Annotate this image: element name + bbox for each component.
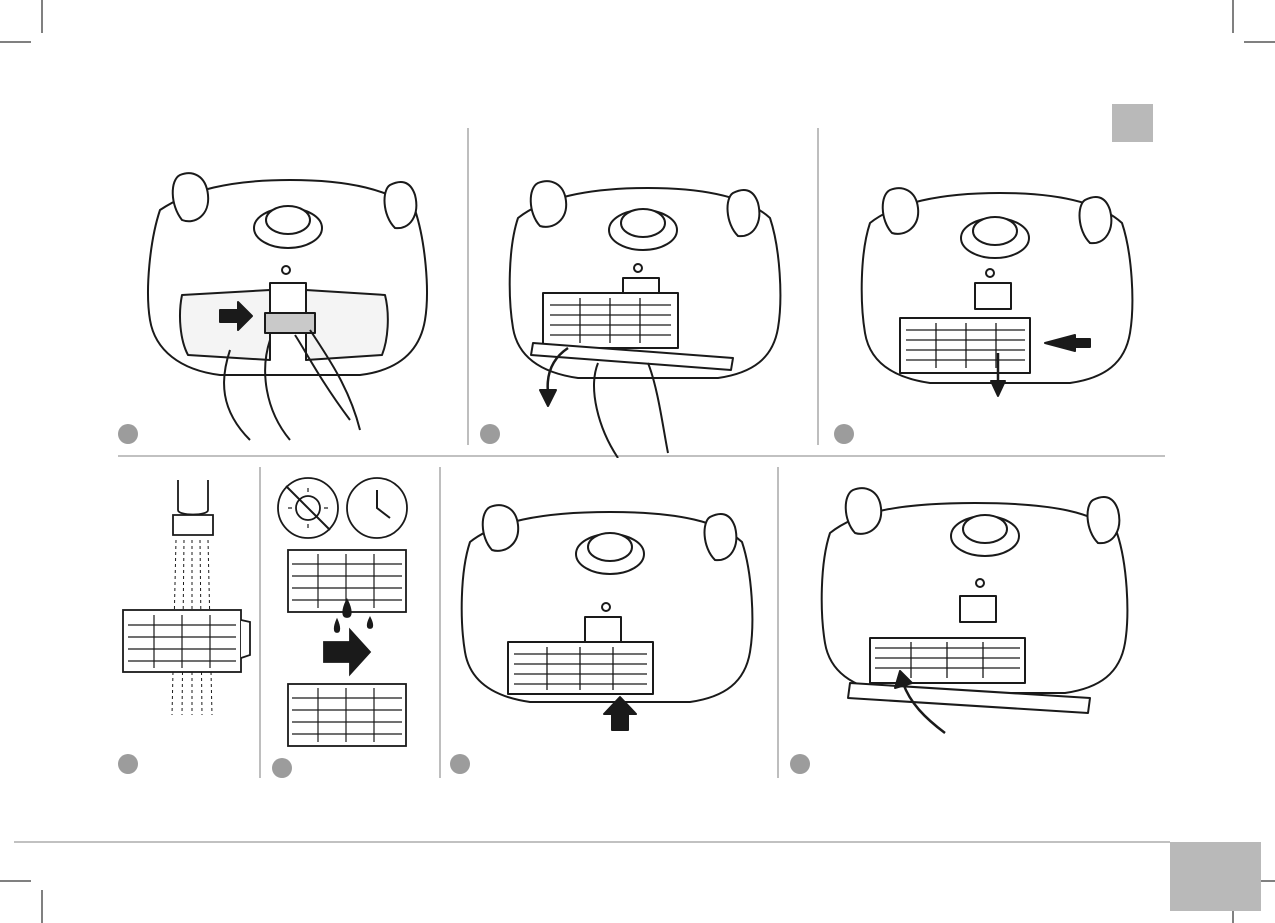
step-1-illustration bbox=[120, 150, 460, 450]
step-3-illustration bbox=[850, 178, 1150, 408]
step-2-illustration bbox=[488, 168, 798, 458]
step-7-badge bbox=[790, 754, 810, 774]
step-6-insert-illustration bbox=[460, 492, 770, 732]
step-6-badge bbox=[450, 754, 470, 774]
step-2-badge bbox=[480, 424, 500, 444]
step-3-badge bbox=[834, 424, 854, 444]
step-5-dry-illustration bbox=[272, 472, 422, 757]
step-5-badge bbox=[272, 758, 292, 778]
step-1-badge bbox=[118, 424, 138, 444]
step-7-close-illustration bbox=[815, 478, 1145, 738]
step-4-badge bbox=[118, 754, 138, 774]
step-4-rinse-illustration bbox=[118, 480, 258, 720]
